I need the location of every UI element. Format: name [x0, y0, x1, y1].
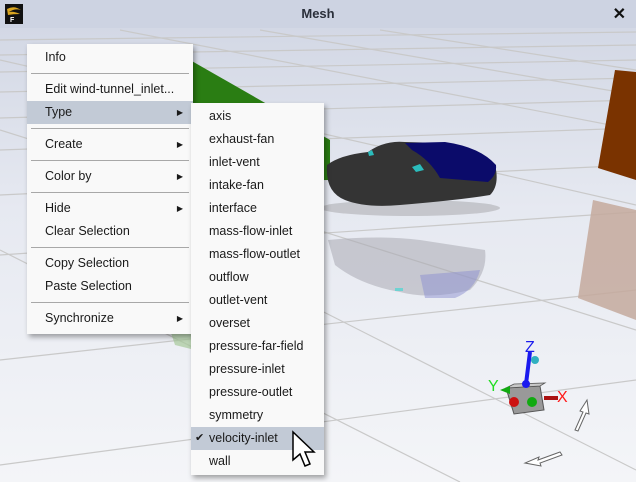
close-icon[interactable]: ✕ [612, 6, 626, 23]
menu-item-label: Type [45, 105, 73, 119]
menu-item-clear-selection[interactable]: Clear Selection [27, 220, 193, 243]
outlet-plane-reflection [578, 200, 636, 320]
outlet-plane [598, 70, 636, 180]
type-item-label: interface [209, 201, 257, 215]
menu-item-copy-selection[interactable]: Copy Selection [27, 252, 193, 275]
submenu-arrow-icon: ▶ [176, 140, 183, 149]
menu-separator [31, 302, 189, 303]
car-roof [405, 142, 497, 182]
z-axis-label: Z [525, 339, 535, 356]
menu-separator [31, 192, 189, 193]
inlet-plane-reflection [170, 330, 195, 350]
menu-item-label: Info [45, 50, 66, 64]
type-item-outflow[interactable]: outflow [191, 266, 324, 289]
window-title: Mesh [301, 6, 335, 21]
menu-separator [31, 73, 189, 74]
type-item-exhaust-fan[interactable]: exhaust-fan [191, 128, 324, 151]
type-item-label: mass-flow-outlet [209, 247, 300, 261]
app-icon-letter: F [10, 17, 15, 24]
menu-item-label: Synchronize [45, 311, 114, 325]
type-item-inlet-vent[interactable]: inlet-vent [191, 151, 324, 174]
type-item-pressure-inlet[interactable]: pressure-inlet [191, 358, 324, 381]
type-item-label: intake-fan [209, 178, 264, 192]
x-axis-label: X [557, 389, 568, 406]
mouse-cursor-icon [292, 430, 316, 467]
type-item-interface[interactable]: interface [191, 197, 324, 220]
menu-item-type[interactable]: Type ▶ [27, 101, 193, 124]
type-item-symmetry[interactable]: symmetry [191, 404, 324, 427]
type-item-outlet-vent[interactable]: outlet-vent [191, 289, 324, 312]
y-axis-label: Y [488, 378, 499, 395]
mirror-reflection [395, 288, 403, 291]
type-item-intake-fan[interactable]: intake-fan [191, 174, 324, 197]
type-item-label: pressure-outlet [209, 385, 293, 399]
type-item-pressure-outlet[interactable]: pressure-outlet [191, 381, 324, 404]
type-submenu: axis exhaust-fan inlet-vent intake-fan i… [191, 103, 324, 475]
type-item-label: symmetry [209, 408, 264, 422]
menu-item-hide[interactable]: Hide ▶ [27, 197, 193, 220]
type-item-mass-flow-outlet[interactable]: mass-flow-outlet [191, 243, 324, 266]
menu-item-label: Create [45, 137, 83, 151]
menu-item-info[interactable]: Info [27, 46, 193, 69]
car-mirror-left [368, 150, 374, 156]
menu-item-create[interactable]: Create ▶ [27, 133, 193, 156]
type-item-label: mass-flow-inlet [209, 224, 293, 238]
type-item-overset[interactable]: overset [191, 312, 324, 335]
type-item-label: outlet-vent [209, 293, 268, 307]
menu-separator [31, 247, 189, 248]
menu-item-label: Edit wind-tunnel_inlet... [45, 82, 175, 96]
fluent-app-icon: F [5, 4, 23, 24]
submenu-arrow-icon: ▶ [176, 108, 183, 117]
axis-triad[interactable] [500, 351, 590, 467]
menu-item-label: Clear Selection [45, 224, 130, 238]
car-roof-reflection [420, 270, 480, 298]
type-item-velocity-inlet[interactable]: ✔ velocity-inlet [191, 427, 324, 450]
menu-item-label: Hide [45, 201, 71, 215]
type-item-label: outflow [209, 270, 249, 284]
type-item-pressure-far-field[interactable]: pressure-far-field [191, 335, 324, 358]
menu-item-label: Paste Selection [45, 279, 132, 293]
car-mirror [412, 164, 424, 172]
type-item-label: overset [209, 316, 250, 330]
menu-item-label: Color by [45, 169, 92, 183]
type-item-label: velocity-inlet [209, 431, 278, 445]
menu-item-synchronize[interactable]: Synchronize ▶ [27, 307, 193, 330]
type-item-label: pressure-far-field [209, 339, 304, 353]
context-menu: Info Edit wind-tunnel_inlet... Type ▶ Cre… [27, 44, 193, 334]
title-bar: F Mesh ✕ [0, 0, 636, 28]
menu-separator [31, 128, 189, 129]
type-item-mass-flow-inlet[interactable]: mass-flow-inlet [191, 220, 324, 243]
type-item-wall[interactable]: wall [191, 450, 324, 473]
type-item-label: wall [209, 454, 231, 468]
type-item-axis[interactable]: axis [191, 105, 324, 128]
submenu-arrow-icon: ▶ [176, 204, 183, 213]
type-item-label: exhaust-fan [209, 132, 275, 146]
type-item-label: pressure-inlet [209, 362, 285, 376]
submenu-arrow-icon: ▶ [176, 314, 183, 323]
menu-item-color-by[interactable]: Color by ▶ [27, 165, 193, 188]
type-item-label: inlet-vent [209, 155, 260, 169]
menu-item-label: Copy Selection [45, 256, 130, 270]
menu-item-paste-selection[interactable]: Paste Selection [27, 275, 193, 298]
menu-item-edit[interactable]: Edit wind-tunnel_inlet... [27, 78, 193, 101]
menu-separator [31, 160, 189, 161]
swirl-logo-icon [7, 7, 21, 15]
checkmark-icon: ✔ [195, 432, 205, 444]
submenu-arrow-icon: ▶ [176, 172, 183, 181]
type-item-label: axis [209, 109, 232, 123]
